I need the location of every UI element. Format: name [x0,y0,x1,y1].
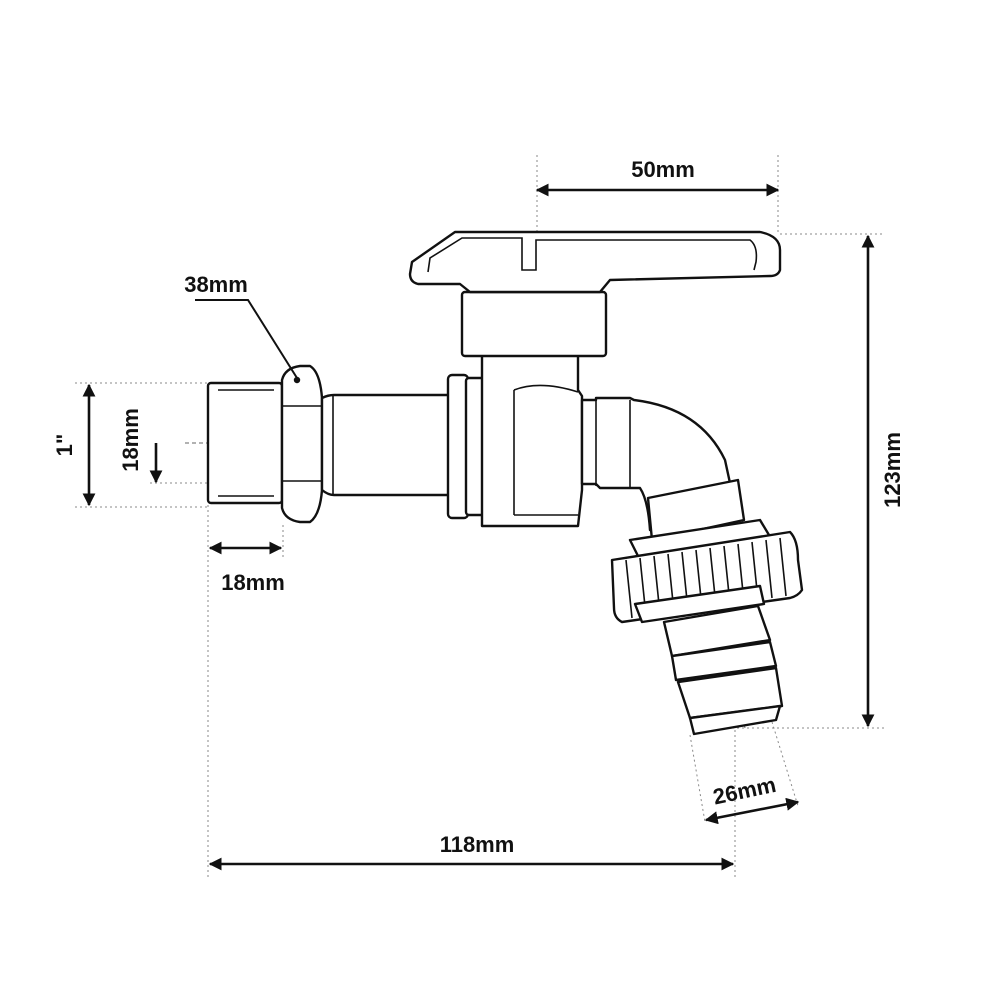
label-thread-length: 18mm [221,570,285,595]
dimension-lines [82,183,875,871]
hose-tip [688,704,782,736]
hose-barb-1 [662,604,772,658]
hex-nut [280,364,324,524]
label-handle-width: 50mm [631,157,695,182]
pipe-body [320,393,452,497]
hose-barb-3 [676,666,784,720]
hose-barb-2 [670,640,778,682]
hose-adapter-ring [633,584,766,624]
faucet-body [206,230,804,736]
label-total-height: 123mm [880,432,905,508]
threaded-inlet [206,381,284,505]
hose-diameter-dimension [704,797,800,825]
label-hex-nut: 38mm [184,272,248,297]
label-hose-diameter: 26mm [711,772,778,810]
valve-stem [460,290,608,358]
dimension-labels: 50mm 38mm 1" 18mm 18mm 123mm 26mm 118mm [52,157,905,857]
valve-handle [408,230,782,294]
label-inner-bore: 18mm [118,408,143,472]
valve-body [480,353,584,528]
label-thread-size: 1" [52,434,77,457]
label-total-length: 118mm [440,832,515,857]
